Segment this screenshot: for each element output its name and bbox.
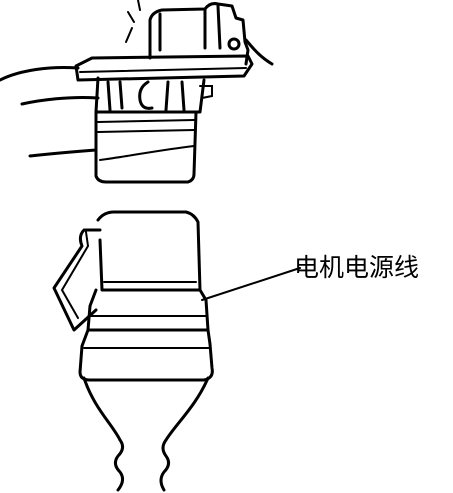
receptacle-lower-body xyxy=(94,110,198,184)
receptacle-bracket xyxy=(148,2,250,66)
cable-strain-relief xyxy=(82,376,210,442)
plug-latch xyxy=(52,228,102,332)
lower-cable-plug xyxy=(52,210,214,492)
upper-receptacle-assembly xyxy=(0,0,274,184)
receptacle-side-tab xyxy=(199,85,213,99)
plug-top-block xyxy=(96,210,202,292)
mounting-plate-edge xyxy=(79,67,247,73)
callout: 电机电源线 xyxy=(201,253,419,301)
bracket-screw xyxy=(227,37,241,51)
receptacle-bracket-inner xyxy=(158,4,222,52)
wire-left-mid xyxy=(20,95,100,106)
cable-break-right xyxy=(159,438,171,492)
wire-left-low xyxy=(28,148,98,158)
cable-break-left xyxy=(113,438,125,492)
mounting-plate xyxy=(74,54,254,82)
plug-lower-body xyxy=(78,328,214,382)
plug-collar xyxy=(86,288,210,332)
background-sketch-line xyxy=(125,0,141,43)
receptacle-pin-housing xyxy=(94,76,206,114)
wire-right-top xyxy=(244,38,274,66)
plug-latch-inner xyxy=(60,231,90,319)
receptacle-pin-3 xyxy=(164,80,186,112)
receptacle-pin-2 xyxy=(138,80,154,110)
receptacle-pin-1 xyxy=(106,80,124,112)
wire-left-top xyxy=(0,66,80,82)
callout-label-motor-power-cable: 电机电源线 xyxy=(294,253,419,282)
callout-leader-line xyxy=(201,267,301,301)
receptacle-lower-ridges xyxy=(97,119,195,161)
